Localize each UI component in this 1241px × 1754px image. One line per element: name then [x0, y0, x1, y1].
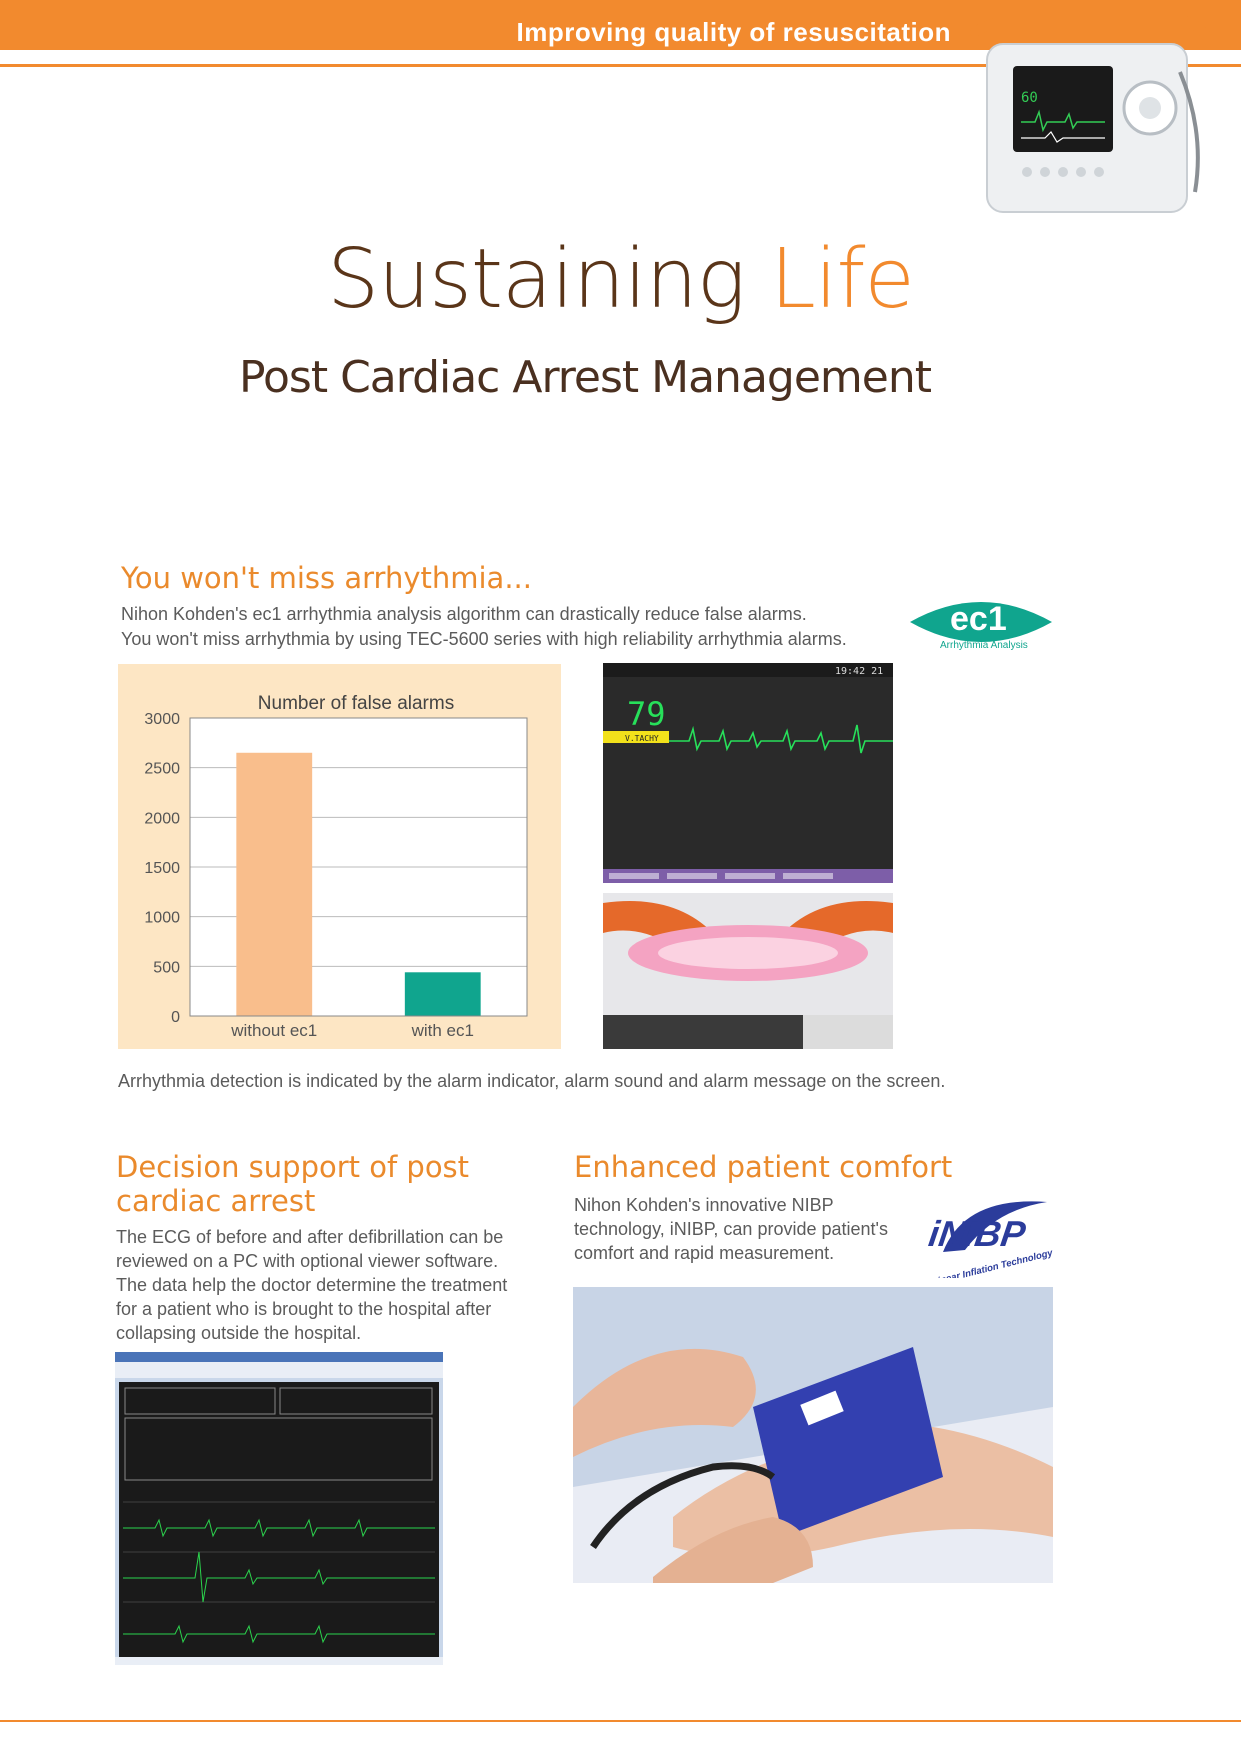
patient-comfort-text: Nihon Kohden's innovative NIBP technolog… [574, 1195, 888, 1263]
page-title-main: Sustaining [327, 232, 746, 327]
chart-bar-1 [236, 752, 313, 1016]
arrhythmia-text-line-1: Nihon Kohden's ec1 arrhythmia analysis a… [121, 604, 807, 624]
inibp-logo: iNIBP Linear Inflation Technology [926, 1201, 1053, 1278]
inibp-logo-text: iNIBP [926, 1213, 1029, 1254]
chart-title: Number of false alarms [258, 693, 454, 714]
monitor-heart-rate: 79 [627, 695, 666, 733]
false-alarm-chart: Number of false alarms 0 500 1000 1500 2000 2… [118, 664, 561, 1049]
ec1-logo-subtext: Arrhythmia Analysis [940, 640, 1028, 651]
patient-comfort-heading: Enhanced patient comfort [574, 1150, 953, 1184]
arrhythmia-caption: Arrhythmia detection is indicated by the… [118, 1071, 946, 1091]
decision-support-heading-line-1: Decision support of post [116, 1150, 470, 1184]
chart-x-tick-label: without ec1 [230, 1021, 317, 1040]
monitor-screen-photo: 19:42 21 79 V.TACHY [603, 663, 893, 883]
ec1-logo: ec1 Arrhythmia Analysis [910, 600, 1052, 651]
alarm-indicator-photo [603, 893, 893, 1049]
defibrillator-illustration: 60 [970, 12, 1215, 213]
arrhythmia-heading: You won't miss arrhythmia... [121, 561, 532, 595]
page-subtitle: Post Cardiac Arrest Management [239, 352, 932, 403]
monitor-clock: 19:42 21 [835, 666, 883, 677]
arrhythmia-text-line-2: You won't miss arrhythmia by using TEC-5… [121, 629, 847, 649]
footer-rule [0, 1720, 1241, 1722]
false-alarm-chart-svg: Number of false alarms 0 500 1000 1500 2000 2… [144, 693, 528, 1040]
chart-y-tick-label: 2000 [144, 810, 180, 827]
chart-y-tick-label: 2500 [144, 761, 180, 778]
decision-support-heading: Decision support of post cardiac arrest [116, 1150, 469, 1218]
chart-plot-border [189, 717, 528, 1017]
header-rule [0, 64, 1241, 67]
monitor-alarm-label: V.TACHY [625, 734, 659, 743]
chart-x-tick-label: with ec1 [411, 1021, 474, 1040]
page-title: Sustaining Life [0, 232, 1241, 327]
chart-y-tick-label: 1000 [144, 910, 180, 927]
ec1-logo-text: ec1 [950, 600, 1007, 638]
svg-text:60: 60 [1021, 90, 1038, 106]
decision-support-text: The ECG of before and after defibrillati… [116, 1227, 508, 1343]
chart-y-tick-label: 500 [153, 959, 180, 976]
chart-y-tick-label: 3000 [144, 711, 180, 728]
decision-support-heading-line-2: cardiac arrest [116, 1184, 316, 1218]
ecg-viewer-screenshot [115, 1352, 443, 1665]
chart-y-tick-label: 0 [171, 1009, 180, 1026]
chart-bar-2 [404, 972, 481, 1016]
chart-y-tick-label: 1500 [144, 860, 180, 877]
header-band [0, 0, 1241, 50]
header-tagline: Improving quality of resuscitation [516, 17, 951, 47]
blood-pressure-cuff-photo [573, 1287, 1053, 1583]
monitor-alarm-indicator [603, 731, 669, 743]
page-title-accent: Life [770, 232, 915, 327]
